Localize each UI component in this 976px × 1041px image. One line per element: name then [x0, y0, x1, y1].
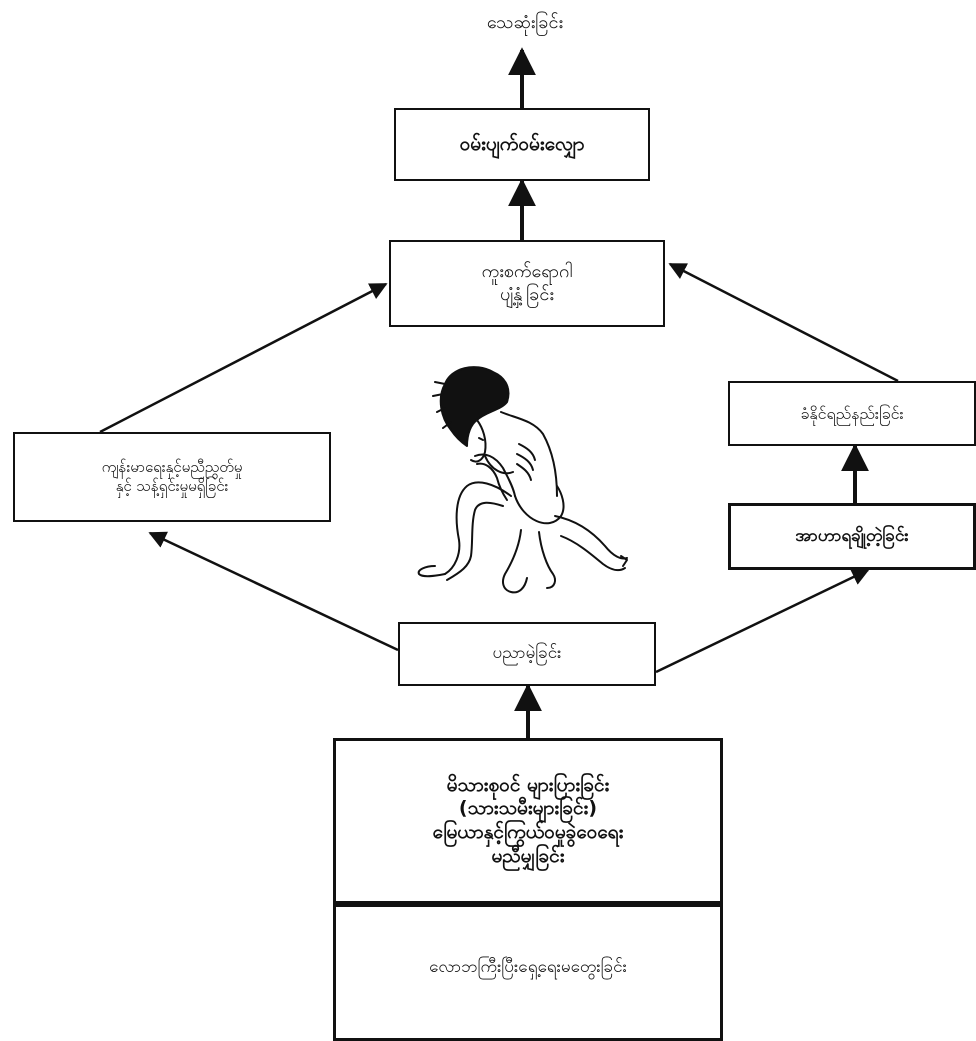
weakness-box: ဝမ်းပျက်ဝမ်းလျှော	[394, 108, 650, 181]
arrow-immunity-to-disease	[668, 262, 899, 383]
health-care-box: ကျန်းမာရေးနှင့်မညီညွတ်မှု နှင့် သန့်ရှင်…	[13, 432, 331, 522]
arrow-healthcare-to-disease	[99, 282, 388, 434]
arrow-poverty-to-food	[655, 568, 870, 674]
food-shortage-box: အာဟာရချို့တဲ့ခြင်း	[728, 503, 976, 570]
arrow-poverty-to-healthcare	[148, 531, 399, 652]
disease-box: ကူးစက်ရောဂါ ပျံ့နှံ့ခြင်း	[389, 240, 665, 327]
low-immunity-box: ခံနိုင်ရည်နည်းခြင်း	[728, 381, 976, 446]
death-label: သေဆုံးခြင်း	[486, 12, 564, 33]
poverty-box: ပညာမဲ့ခြင်း	[398, 622, 656, 686]
large-family-box: မိသားစုဝင် များပြားခြင်း (သားသမီးများခြင…	[333, 738, 723, 904]
malnourished-child-illustration	[417, 366, 628, 594]
global-issues-box: လောဘကြီးပြီးရှေ့ရေးမတွေးခြင်း	[333, 904, 723, 1041]
